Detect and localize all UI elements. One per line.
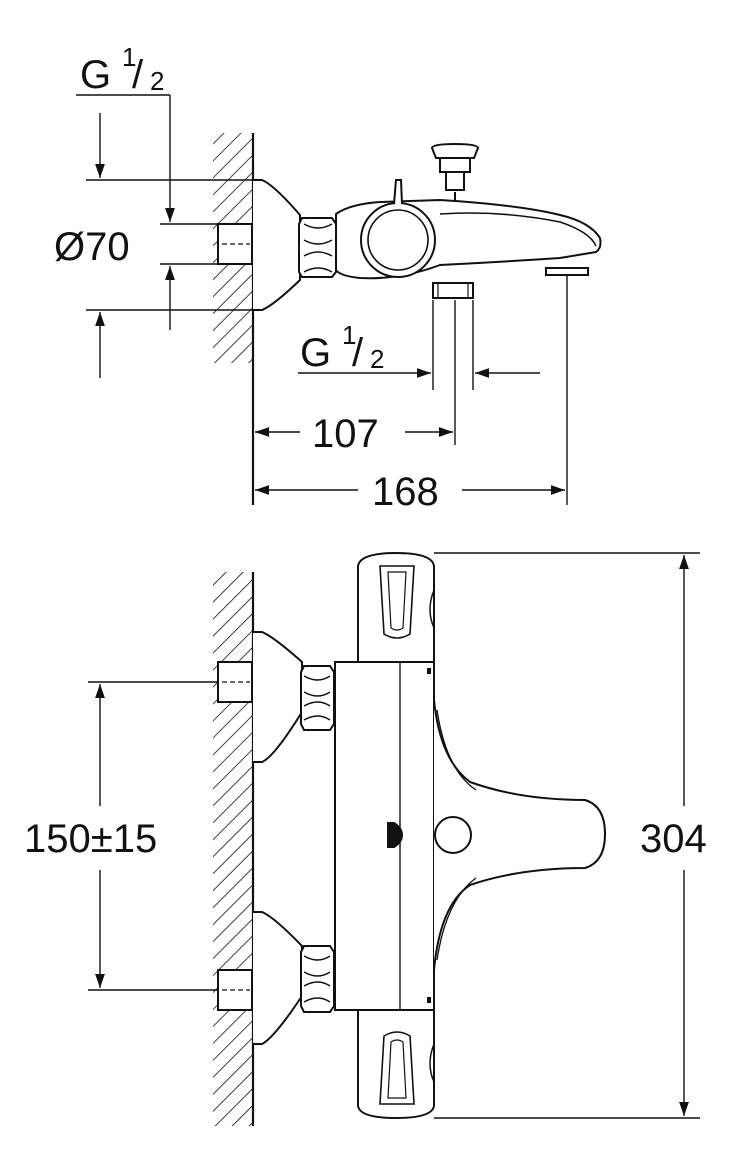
svg-text:/: / (132, 53, 144, 97)
side-view (76, 94, 602, 505)
thread-bottom-num: 1 (342, 320, 356, 350)
spout-aerator (545, 267, 589, 276)
wall-hatch-bottom (213, 572, 253, 1126)
outlet-connector (432, 282, 474, 299)
upper-hex-nut (300, 665, 335, 731)
front-view (88, 551, 700, 1126)
svg-text:/: / (352, 331, 364, 375)
escutcheon-flange (253, 179, 301, 311)
hex-nut (298, 217, 337, 278)
lower-flange (253, 911, 303, 1045)
diverter-lever (393, 179, 403, 205)
inlet-spacing-label: 150±15 (24, 817, 157, 861)
overall-depth-label: 168 (372, 470, 439, 514)
upper-flange (253, 631, 303, 763)
overall-height-label: 304 (640, 817, 707, 861)
thread-top-prefix: G (80, 53, 111, 97)
depth-outlet-label: 107 (312, 412, 379, 456)
diameter-label: Ø70 (54, 225, 130, 269)
lower-hex-nut (300, 945, 335, 1013)
thread-top-num: 1 (122, 42, 136, 72)
thread-bottom-prefix: G (300, 331, 331, 375)
thread-top-den: 2 (150, 66, 164, 96)
front-diverter-knob (434, 816, 472, 854)
body-front (334, 661, 435, 1011)
spout-front (433, 699, 607, 971)
indicator-mark (387, 822, 404, 848)
thread-bottom-den: 2 (370, 344, 384, 374)
